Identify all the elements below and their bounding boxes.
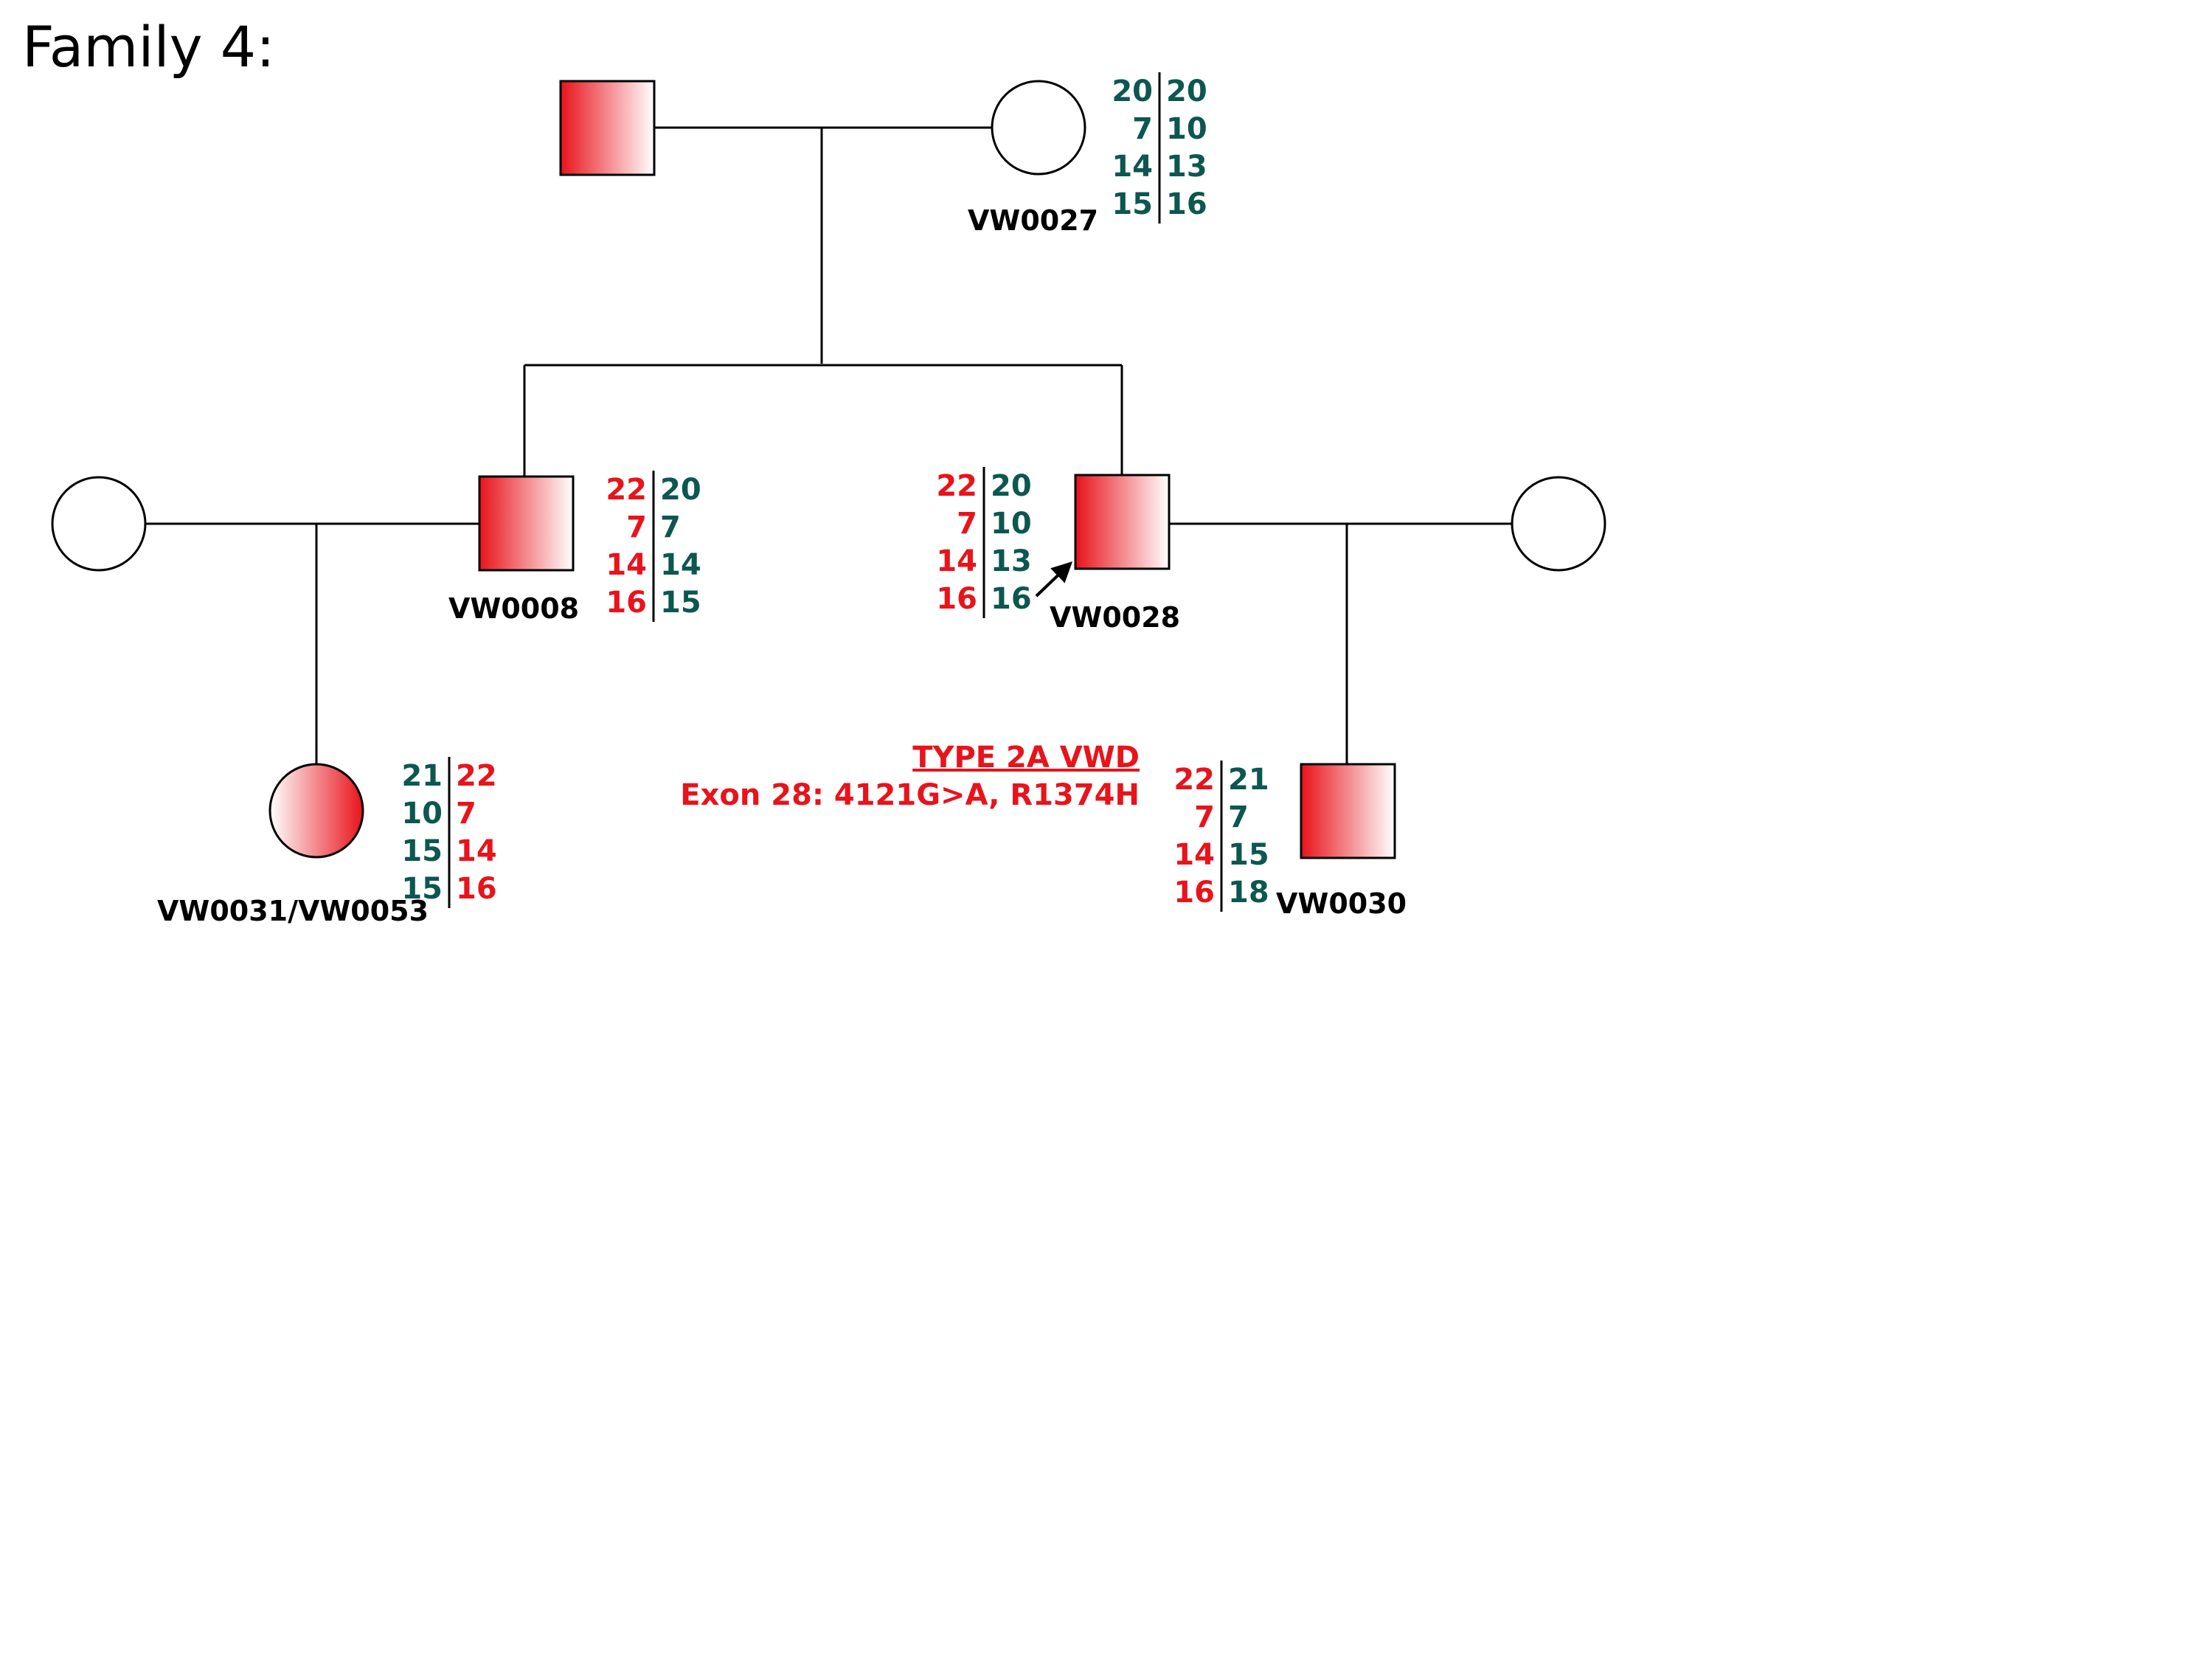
affected-male-symbol-vw0030 (1300, 763, 1396, 859)
id-label-vw0031: VW0031/VW0053 (157, 895, 429, 927)
female-symbol-spouse-right (1511, 476, 1606, 572)
affected-male-symbol (559, 80, 656, 176)
allele-right: 16 (1166, 187, 1207, 221)
affected-male-symbol-vw0028 (1074, 474, 1171, 570)
allele-left: 14 (936, 544, 977, 578)
allele-left: 14 (1173, 838, 1215, 872)
allele-right: 20 (660, 473, 701, 507)
affected-male-symbol-vw0008 (478, 475, 575, 572)
allele-left: 7 (626, 510, 647, 544)
allele-right: 21 (1228, 763, 1269, 797)
allele-right: 15 (1228, 838, 1269, 872)
allele-left: 20 (1112, 75, 1153, 108)
allele-left: 15 (401, 872, 443, 906)
allele-right: 20 (1166, 75, 1207, 108)
allele-right: 16 (991, 582, 1032, 616)
allele-left: 16 (936, 582, 977, 616)
affected-female-symbol-vw0031 (268, 763, 364, 859)
allele-right: 7 (456, 797, 476, 831)
proband-arrow (1035, 561, 1073, 598)
allele-left: 7 (1132, 112, 1153, 146)
allele-left: 7 (1194, 800, 1215, 834)
allele-right: 20 (991, 469, 1032, 503)
allele-left: 7 (957, 507, 977, 541)
allele-right: 10 (1166, 112, 1207, 146)
allele-right: 13 (1166, 150, 1207, 184)
allele-left: 14 (606, 548, 647, 582)
allele-left: 15 (401, 834, 443, 868)
allele-left: 16 (1173, 876, 1215, 910)
allele-right: 15 (660, 586, 701, 620)
diagnosis-label: TYPE 2A VWD (912, 741, 1140, 775)
allele-right: 14 (456, 834, 497, 868)
female-symbol-vw0027 (991, 80, 1086, 176)
page-title: Family 4: (22, 14, 275, 80)
allele-right: 7 (660, 510, 681, 544)
allele-right: 16 (456, 872, 497, 906)
allele-right: 14 (660, 548, 701, 582)
allele-left: 22 (606, 473, 647, 507)
allele-left: 16 (606, 586, 647, 620)
allele-right: 10 (991, 507, 1032, 541)
id-label-vw0028: VW0028 (1050, 601, 1180, 634)
id-label-vw0027: VW0027 (968, 204, 1098, 237)
allele-right: 7 (1228, 800, 1249, 834)
allele-right: 22 (456, 759, 497, 793)
allele-left: 22 (1173, 763, 1215, 797)
mutation-label: Exon 28: 4121G>A, R1374H (680, 778, 1140, 812)
female-symbol-spouse-left (51, 476, 147, 572)
allele-left: 15 (1112, 187, 1153, 221)
allele-right: 18 (1228, 876, 1269, 910)
id-label-vw0030: VW0030 (1276, 887, 1407, 920)
allele-left: 10 (401, 797, 443, 831)
allele-right: 13 (991, 544, 1032, 578)
allele-left: 21 (401, 759, 443, 793)
allele-left: 14 (1112, 150, 1153, 184)
id-label-vw0008: VW0008 (448, 592, 579, 625)
allele-left: 22 (936, 469, 977, 503)
